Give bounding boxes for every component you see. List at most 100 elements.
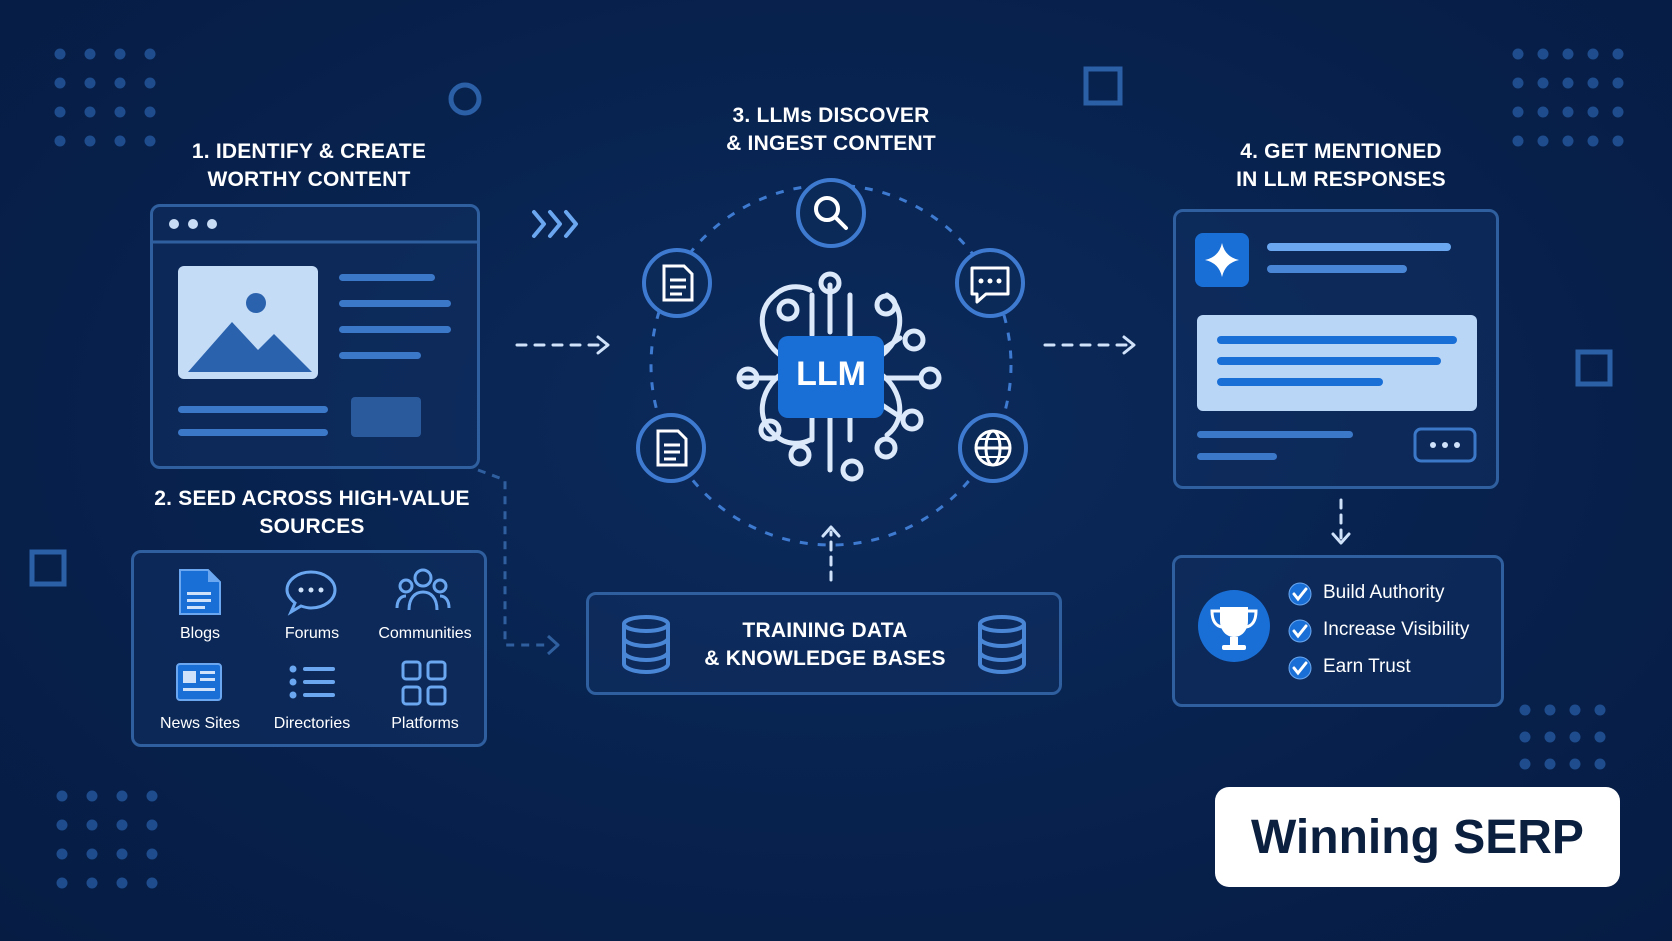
deco-dot bbox=[1587, 48, 1599, 60]
deco-dot bbox=[1537, 48, 1549, 60]
deco-dot bbox=[1594, 731, 1606, 743]
deco-dot bbox=[144, 135, 156, 147]
deco-dot bbox=[56, 819, 68, 831]
deco-dot bbox=[146, 848, 158, 860]
chevrons-right-icon bbox=[532, 210, 578, 238]
deco-circle-icon bbox=[448, 82, 482, 116]
step4-title: 4. GET MENTIONED IN LLM RESPONSES bbox=[1236, 140, 1446, 191]
window-dot-icon bbox=[188, 219, 198, 229]
source-label-news-sites: News Sites bbox=[159, 715, 241, 732]
benefits-card: Build Authority Increase Visibility Earn… bbox=[1172, 555, 1504, 707]
training-data-card: TRAINING DATA & KNOWLEDGE BASES bbox=[586, 592, 1062, 695]
deco-dot bbox=[114, 135, 126, 147]
step1-title: 1. IDENTIFY & CREATE WORTHY CONTENT bbox=[191, 140, 427, 191]
deco-dot bbox=[1537, 77, 1549, 89]
deco-dot bbox=[116, 819, 128, 831]
database-icon bbox=[622, 615, 670, 675]
training-data-title: TRAINING DATA & KNOWLEDGE BASES bbox=[704, 619, 946, 670]
document-icon bbox=[636, 413, 706, 483]
deco-dot bbox=[54, 106, 66, 118]
benefit-item: Increase Visibility bbox=[1323, 619, 1470, 640]
newspaper-icon bbox=[176, 663, 222, 701]
deco-dot bbox=[114, 106, 126, 118]
arrow-down-icon bbox=[1331, 498, 1351, 545]
arrow-right-icon bbox=[1043, 335, 1136, 355]
sources-card: Blogs Forums Communities News Sites Dire… bbox=[131, 550, 487, 747]
sparkle-icon bbox=[1195, 233, 1249, 287]
deco-dot bbox=[1562, 77, 1574, 89]
deco-dot bbox=[84, 135, 96, 147]
brand-badge: Winning SERP bbox=[1215, 787, 1620, 887]
deco-dot bbox=[1512, 135, 1524, 147]
deco-dot bbox=[1587, 77, 1599, 89]
deco-dot bbox=[146, 819, 158, 831]
deco-dot bbox=[1512, 106, 1524, 118]
grid-icon bbox=[401, 660, 447, 706]
deco-dot bbox=[114, 48, 126, 60]
connector-path bbox=[477, 468, 560, 656]
deco-dot bbox=[1512, 48, 1524, 60]
deco-dot bbox=[1519, 758, 1531, 770]
deco-dot bbox=[86, 877, 98, 889]
list-icon bbox=[289, 665, 335, 699]
deco-dot bbox=[1562, 135, 1574, 147]
deco-dot bbox=[56, 848, 68, 860]
deco-dot bbox=[1594, 758, 1606, 770]
deco-dot bbox=[1587, 135, 1599, 147]
deco-square-icon bbox=[1575, 349, 1613, 387]
check-circle-icon bbox=[1288, 582, 1312, 606]
document-icon bbox=[179, 569, 221, 615]
deco-dot bbox=[1612, 77, 1624, 89]
source-label-communities: Communities bbox=[378, 625, 472, 642]
deco-square-icon bbox=[1083, 66, 1123, 106]
window-dot-icon bbox=[169, 219, 179, 229]
deco-dot bbox=[116, 848, 128, 860]
source-label-forums: Forums bbox=[284, 625, 340, 642]
benefit-item: Earn Trust bbox=[1323, 656, 1411, 677]
deco-dot bbox=[56, 877, 68, 889]
deco-dot bbox=[146, 790, 158, 802]
people-icon bbox=[395, 568, 451, 611]
deco-dot bbox=[1562, 106, 1574, 118]
step2-title: 2. SEED ACROSS HIGH-VALUE SOURCES bbox=[154, 487, 470, 538]
check-circle-icon bbox=[1288, 619, 1312, 643]
deco-dot bbox=[1612, 106, 1624, 118]
deco-dot bbox=[54, 77, 66, 89]
deco-dot bbox=[1612, 48, 1624, 60]
benefit-item: Build Authority bbox=[1323, 582, 1445, 603]
deco-dot bbox=[1537, 135, 1549, 147]
chat-bubble-icon bbox=[955, 248, 1025, 318]
source-label-blogs: Blogs bbox=[179, 625, 221, 642]
deco-dot bbox=[1569, 731, 1581, 743]
document-icon bbox=[642, 248, 712, 318]
deco-dot bbox=[84, 77, 96, 89]
llm-label: LLM bbox=[796, 355, 866, 393]
chat-bubble-icon bbox=[285, 570, 337, 616]
deco-dot bbox=[146, 877, 158, 889]
deco-dot bbox=[1519, 704, 1531, 716]
more-icon bbox=[1413, 427, 1477, 463]
deco-dot bbox=[1537, 106, 1549, 118]
deco-dot bbox=[54, 135, 66, 147]
source-label-directories: Directories bbox=[273, 715, 351, 732]
deco-dot bbox=[54, 48, 66, 60]
deco-dot bbox=[86, 819, 98, 831]
arrow-up-icon bbox=[821, 525, 841, 582]
deco-dot bbox=[116, 790, 128, 802]
deco-dot bbox=[1562, 48, 1574, 60]
deco-dot bbox=[1544, 704, 1556, 716]
deco-dot bbox=[1512, 77, 1524, 89]
source-label-platforms: Platforms bbox=[391, 715, 459, 732]
trophy-icon bbox=[1198, 590, 1270, 662]
deco-dot bbox=[1594, 704, 1606, 716]
database-icon bbox=[978, 615, 1026, 675]
step3-title: 3. LLMs DISCOVER & INGEST CONTENT bbox=[726, 104, 936, 155]
globe-icon bbox=[958, 413, 1028, 483]
deco-square-icon bbox=[29, 549, 67, 587]
deco-dot bbox=[86, 790, 98, 802]
deco-dot bbox=[1569, 758, 1581, 770]
deco-dot bbox=[114, 77, 126, 89]
